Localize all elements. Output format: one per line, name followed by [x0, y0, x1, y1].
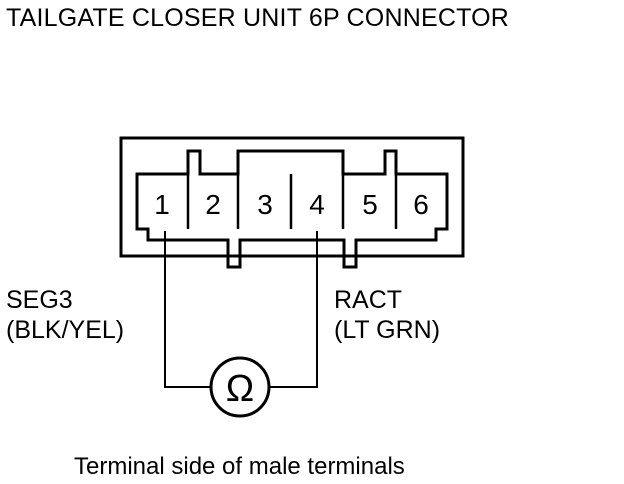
wire-signal-name: SEG3 — [6, 286, 73, 314]
ohmmeter-circle — [209, 356, 271, 418]
wire-label-ract: RACT (LT GRN) — [334, 285, 440, 345]
diagram-title: TAILGATE CLOSER UNIT 6P CONNECTOR — [6, 4, 509, 32]
wire-signal-name: RACT — [334, 286, 403, 314]
pin-6-label: 6 — [413, 189, 429, 220]
wire-color-code: (BLK/YEL) — [6, 316, 125, 344]
pin-2-label: 2 — [205, 189, 221, 220]
pin-separators — [186, 174, 398, 229]
wire-label-seg3: SEG3 (BLK/YEL) — [6, 285, 124, 345]
pin-4-label: 4 — [309, 189, 325, 220]
connector-housing — [119, 136, 465, 258]
terminal-cavity-outline — [135, 149, 449, 269]
pin-numbers: 1 2 3 4 5 6 — [154, 189, 429, 220]
pin-1-label: 1 — [154, 189, 170, 220]
ohm-icon: Ω — [226, 368, 254, 410]
wire-color-code: (LT GRN) — [334, 316, 441, 344]
test-lead-wire — [164, 231, 318, 388]
pin-5-label: 5 — [362, 189, 378, 220]
diagram-caption: Terminal side of male terminals — [74, 453, 405, 480]
pin-3-label: 3 — [257, 189, 273, 220]
